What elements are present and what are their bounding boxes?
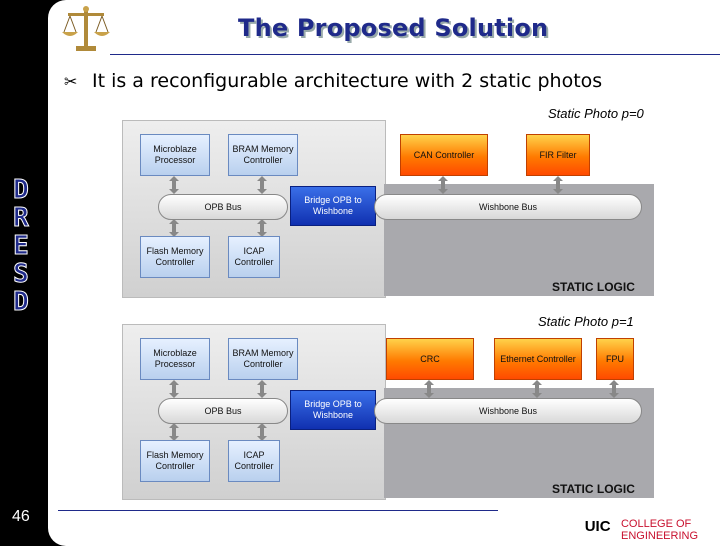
bullet-text: It is a reconfigurable architecture with…: [92, 70, 603, 92]
flash-memory-controller: Flash Memory Controller: [140, 440, 210, 482]
college-name: COLLEGE OF ENGINEERING: [621, 518, 698, 542]
static-logic-label: STATIC LOGIC: [552, 280, 635, 294]
bidirectional-arrow-icon: [169, 423, 179, 441]
uic-logo-text: UIC: [584, 518, 611, 535]
microblaze-processor: Microblaze Processor: [140, 134, 210, 176]
side-letter: S: [13, 259, 30, 289]
bidirectional-arrow-icon: [169, 380, 179, 398]
side-letter: E: [13, 231, 30, 261]
bram-memory-controller: BRAM Memory Controller: [228, 338, 298, 380]
college-line-1: COLLEGE OF: [620, 518, 692, 530]
bidirectional-arrow-icon: [553, 176, 563, 194]
bidirectional-arrow-icon: [257, 176, 267, 194]
ethernet-controller: Ethernet Controller: [494, 338, 582, 380]
side-letter: D: [13, 287, 30, 317]
icap-controller: ICAP Controller: [228, 440, 280, 482]
diagram-label: Static Photo p=1: [538, 314, 634, 329]
bidirectional-arrow-icon: [532, 380, 542, 398]
opb-bus: OPB Bus: [158, 194, 288, 220]
bridge-opb-to-wishbone: Bridge OPB to Wishbone: [290, 390, 376, 430]
side-letter: R: [13, 203, 30, 233]
footer-divider: [58, 510, 498, 511]
bram-memory-controller: BRAM Memory Controller: [228, 134, 298, 176]
bidirectional-arrow-icon: [609, 380, 619, 398]
bidirectional-arrow-icon: [257, 219, 267, 237]
diagram-label: Static Photo p=0: [548, 106, 644, 121]
fpu-module: FPU: [596, 338, 634, 380]
bidirectional-arrow-icon: [257, 423, 267, 441]
title-divider: [110, 54, 720, 55]
college-logo: UIC COLLEGE OF ENGINEERING: [585, 518, 698, 542]
slide: The Proposed Solution ✂ It is a reconfigu…: [48, 0, 728, 546]
bidirectional-arrow-icon: [438, 176, 448, 194]
bullet-point: ✂ It is a reconfigurable architecture wit…: [64, 70, 602, 92]
static-logic-label: STATIC LOGIC: [552, 482, 635, 496]
college-line-2: ENGINEERING: [620, 530, 698, 542]
side-letter: D: [13, 175, 30, 205]
crc-module: CRC: [386, 338, 474, 380]
wishbone-bus: Wishbone Bus: [374, 194, 642, 220]
fir-filter: FIR Filter: [526, 134, 590, 176]
bidirectional-arrow-icon: [424, 380, 434, 398]
bidirectional-arrow-icon: [169, 219, 179, 237]
bidirectional-arrow-icon: [257, 380, 267, 398]
opb-bus: OPB Bus: [158, 398, 288, 424]
flash-memory-controller: Flash Memory Controller: [140, 236, 210, 278]
microblaze-processor: Microblaze Processor: [140, 338, 210, 380]
slide-title: The Proposed Solution: [238, 14, 549, 42]
scissors-bullet-icon: ✂: [64, 72, 78, 91]
bidirectional-arrow-icon: [169, 176, 179, 194]
bridge-opb-to-wishbone: Bridge OPB to Wishbone: [290, 186, 376, 226]
scales-of-justice-icon: [62, 6, 110, 51]
icap-controller: ICAP Controller: [228, 236, 280, 278]
wishbone-bus: Wishbone Bus: [374, 398, 642, 424]
page-number: 46: [12, 508, 30, 525]
can-controller: CAN Controller: [400, 134, 488, 176]
side-vertical-label: D R E S D: [6, 175, 38, 318]
